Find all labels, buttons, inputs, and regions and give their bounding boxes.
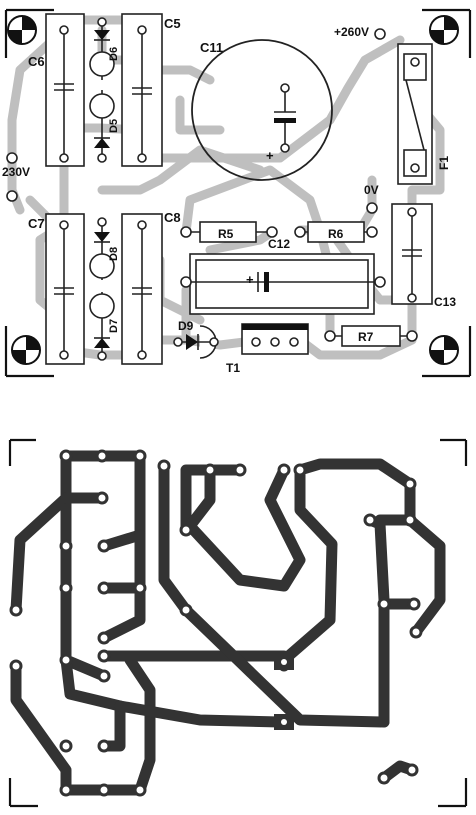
capacitor-c8 [121,213,163,365]
registration-mark-bottom-left [4,326,54,378]
corner-mark-bl-bottom-right [438,778,468,808]
corner-mark-bl-bottom-left [8,778,38,808]
copper-pads [9,449,423,797]
led-d9 [173,325,219,359]
corner-mark-bl-top-left [8,438,36,466]
svg-text:+: + [266,148,274,163]
label-plus-260v: +260V [334,25,369,39]
label-230v: 230V [2,165,30,179]
label-d5: D5 [108,119,120,133]
capacitor-c6 [45,13,85,167]
label-d6: D6 [108,47,120,61]
pad-0v [366,202,378,214]
label-r6: R6 [328,227,344,241]
resistor-r5 [180,221,278,243]
label-r5: R5 [218,227,234,241]
capacitor-c13 [391,203,433,305]
component-side-view: + [2,8,472,378]
label-d9: D9 [178,319,194,333]
label-f1: F1 [437,156,451,170]
transistor-t1 [241,323,309,355]
label-c12: C12 [268,237,290,251]
diode-d7 [89,292,115,361]
corner-mark-bl-top-right [440,438,468,466]
label-c8: C8 [164,210,181,225]
svg-text:+: + [246,272,254,287]
capacitor-c12: + [180,253,386,315]
label-c5: C5 [164,16,181,31]
label-r7: R7 [358,330,374,344]
label-t1: T1 [226,361,240,375]
registration-mark-top-left [4,8,54,58]
copper-traces [10,450,446,796]
label-c13: C13 [434,295,456,309]
fuse-f1 [397,43,433,185]
label-d8: D8 [108,247,120,261]
diode-d8 [89,217,115,280]
label-c11: C11 [200,40,223,55]
copper-side-view [8,438,468,808]
resistor-r7 [324,325,418,347]
diode-d6 [89,17,115,80]
registration-mark-bottom-right [422,326,472,378]
label-d7: D7 [108,319,120,333]
label-c7: C7 [28,216,45,231]
capacitor-c7 [45,213,85,365]
registration-mark-top-right [422,8,472,58]
diode-d5 [89,90,115,163]
label-c6: C6 [28,54,45,69]
resistor-r6 [294,221,378,243]
label-0v: 0V [364,183,379,197]
capacitor-c11: + [191,39,333,181]
pad-plus-260v [374,28,386,40]
capacitor-c5 [121,13,163,167]
mains-input-pads [6,152,18,202]
